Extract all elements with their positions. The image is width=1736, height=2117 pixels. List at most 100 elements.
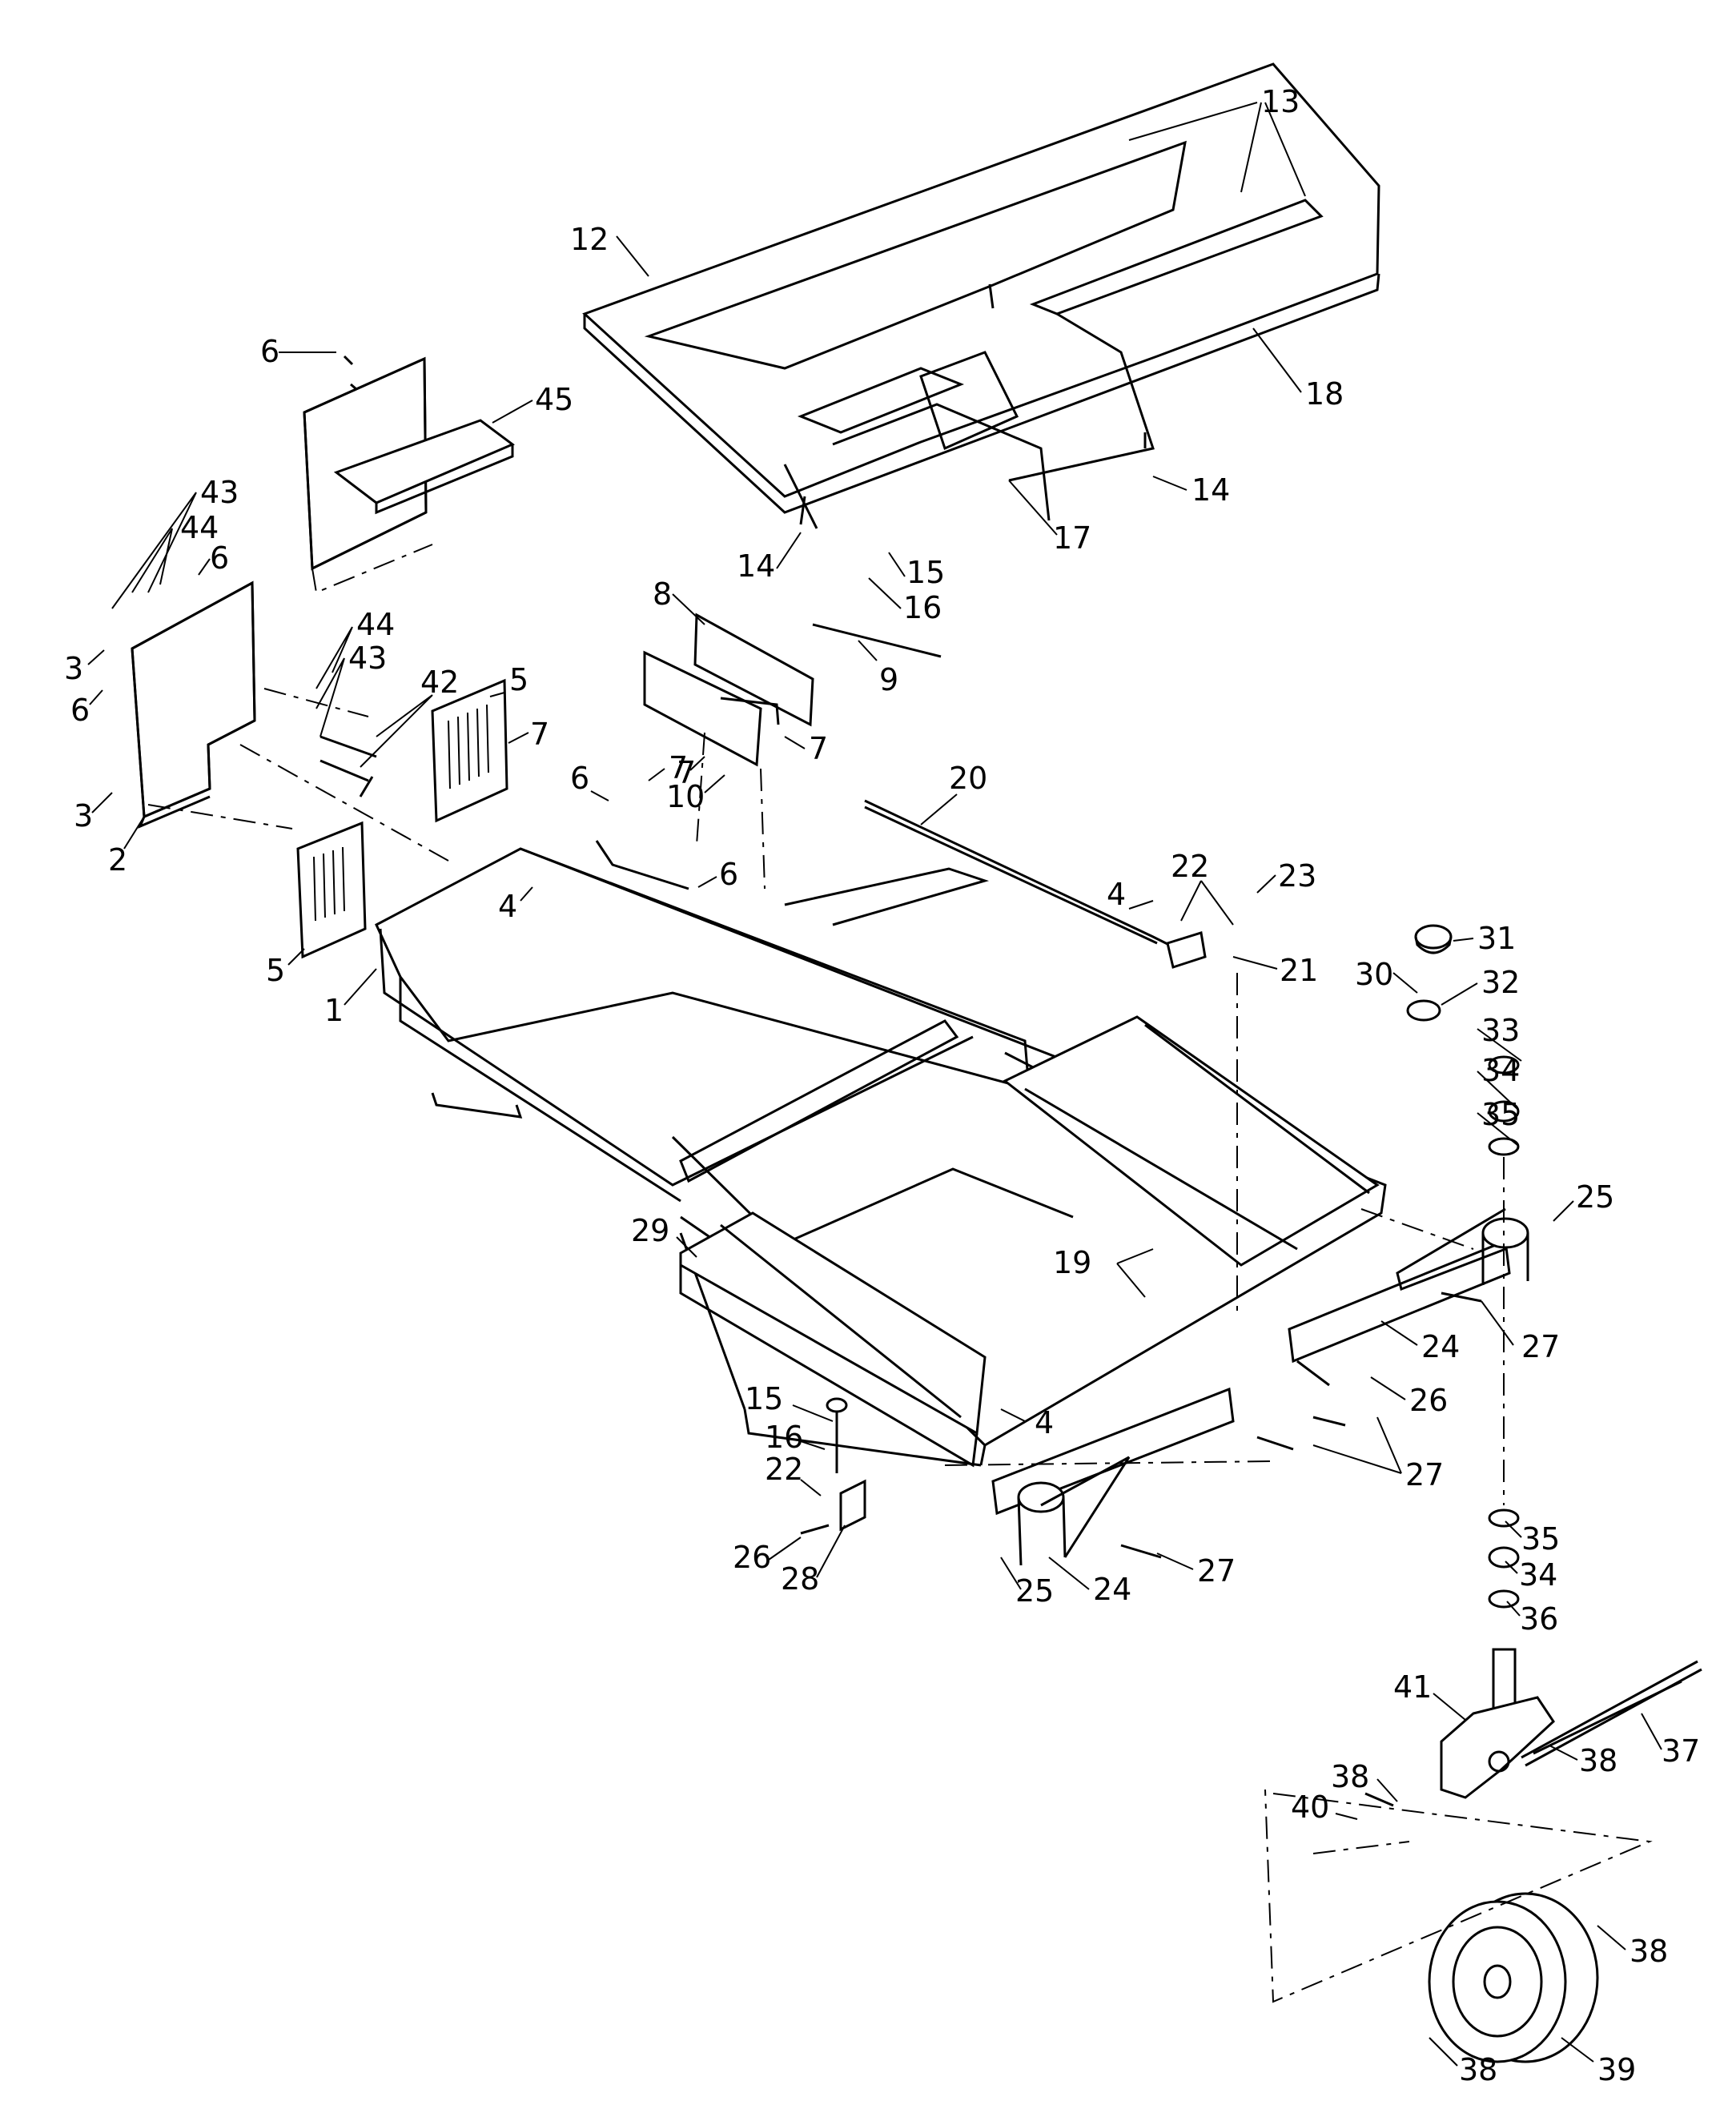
callout-26: 26 [1370, 1376, 1448, 1418]
svg-text:12: 12 [570, 222, 609, 257]
svg-text:27: 27 [1521, 1329, 1560, 1364]
svg-text:27: 27 [1197, 1553, 1236, 1589]
svg-text:38: 38 [1459, 2052, 1497, 2087]
callout-44: 44 [131, 510, 219, 593]
svg-text:28: 28 [781, 1561, 819, 1597]
svg-text:38: 38 [1630, 1934, 1668, 1969]
svg-text:16: 16 [903, 590, 942, 625]
callout-21: 21 [1232, 953, 1318, 988]
callout-4: 4 [498, 886, 533, 924]
callout-35: 35 [1477, 1097, 1520, 1146]
callout-16: 16 [868, 577, 942, 625]
callout-7: 7 [648, 750, 688, 785]
svg-text:43: 43 [348, 641, 387, 676]
callout-39: 39 [1561, 2037, 1636, 2087]
svg-text:10: 10 [666, 779, 705, 814]
svg-text:43: 43 [200, 475, 239, 510]
svg-text:35: 35 [1481, 1097, 1520, 1132]
callout-19: 19 [1053, 1245, 1154, 1298]
callout-38: 38 [1429, 2037, 1497, 2087]
callout-13: 13 [1128, 84, 1306, 197]
svg-text:26: 26 [1409, 1383, 1448, 1418]
callout-6: 6 [70, 689, 103, 728]
callout-38: 38 [1549, 1743, 1617, 1778]
callout-5: 5 [489, 662, 528, 697]
callout-6: 6 [198, 540, 229, 576]
svg-text:15: 15 [745, 1381, 783, 1416]
callout-27: 27 [1312, 1416, 1444, 1492]
callout-15: 15 [745, 1381, 834, 1422]
callout-25: 25 [1553, 1179, 1614, 1222]
svg-text:37: 37 [1662, 1733, 1700, 1769]
svg-text:5: 5 [266, 953, 285, 988]
callout-3: 3 [64, 649, 105, 686]
svg-text:30: 30 [1355, 957, 1393, 992]
svg-text:19: 19 [1053, 1245, 1091, 1280]
callout-23: 23 [1256, 858, 1316, 894]
callout-3: 3 [74, 792, 113, 834]
callout-7: 7 [677, 755, 705, 790]
bracket-assembly [643, 613, 814, 767]
front-panel [131, 580, 256, 829]
callout-35: 35 [1505, 1520, 1560, 1557]
callout-9: 9 [858, 640, 898, 697]
svg-text:4: 4 [1107, 877, 1126, 912]
svg-text:7: 7 [677, 755, 696, 790]
svg-text:27: 27 [1405, 1457, 1444, 1492]
svg-text:4: 4 [1035, 1405, 1054, 1440]
fasteners [319, 283, 1682, 1807]
svg-text:32: 32 [1481, 965, 1520, 1000]
callout-18: 18 [1252, 327, 1344, 412]
right-tray [1003, 1015, 1380, 1267]
latch-bracket [826, 1397, 866, 1532]
svg-text:36: 36 [1520, 1601, 1558, 1637]
assembly-lines [147, 688, 1653, 2003]
axle-arm-left [991, 1387, 1235, 1566]
svg-text:40: 40 [1291, 1790, 1329, 1825]
callout-8: 8 [653, 576, 705, 625]
callout-32: 32 [1441, 965, 1520, 1006]
svg-text:18: 18 [1305, 376, 1344, 412]
svg-text:7: 7 [669, 750, 688, 785]
callout-4: 4 [1107, 877, 1154, 912]
svg-text:4: 4 [498, 889, 517, 924]
callout-34: 34 [1477, 1053, 1520, 1110]
callout-12: 12 [570, 222, 649, 277]
callout-15: 15 [888, 552, 945, 590]
left-tray [679, 1211, 987, 1468]
svg-text:5: 5 [509, 662, 528, 697]
svg-text:13: 13 [1261, 84, 1300, 119]
caster-wheel [1428, 1892, 1599, 2063]
callout-43: 43 [111, 475, 239, 609]
callout-43: 43 [315, 641, 387, 737]
callout-42: 42 [360, 665, 459, 768]
svg-text:41: 41 [1393, 1669, 1432, 1705]
svg-text:8: 8 [653, 576, 672, 612]
caster-fork [1440, 1648, 1702, 1799]
svg-text:34: 34 [1519, 1557, 1557, 1593]
callout-22: 22 [1171, 849, 1234, 926]
callout-41: 41 [1393, 1669, 1466, 1721]
callout-36: 36 [1506, 1601, 1558, 1637]
deck-plate [582, 62, 1380, 529]
svg-text:6: 6 [210, 540, 229, 576]
svg-text:24: 24 [1421, 1329, 1460, 1364]
svg-text:7: 7 [809, 731, 828, 766]
callout-4: 4 [1000, 1405, 1054, 1440]
svg-text:22: 22 [765, 1452, 803, 1487]
svg-text:22: 22 [1171, 849, 1209, 884]
callout-34: 34 [1505, 1557, 1557, 1593]
svg-text:14: 14 [737, 548, 775, 584]
svg-text:42: 42 [420, 665, 459, 700]
svg-text:7: 7 [530, 717, 549, 752]
callout-31: 31 [1453, 921, 1516, 956]
callout-6: 6 [260, 334, 336, 369]
callout-24: 24 [1380, 1320, 1460, 1364]
callout-2: 2 [108, 816, 145, 878]
svg-text:25: 25 [1576, 1179, 1614, 1215]
svg-text:33: 33 [1481, 1013, 1520, 1048]
svg-text:6: 6 [719, 857, 738, 892]
callout-27: 27 [1156, 1553, 1236, 1589]
callout-6: 6 [697, 857, 738, 892]
